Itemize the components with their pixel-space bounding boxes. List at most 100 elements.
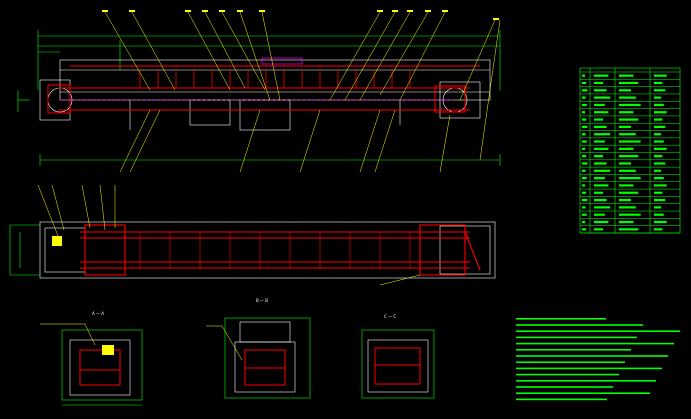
note-line bbox=[516, 355, 668, 357]
table-cell-text bbox=[654, 191, 663, 194]
table-cell-text bbox=[594, 103, 605, 107]
table-cell-text bbox=[654, 133, 661, 136]
front-hidden-features bbox=[60, 57, 455, 101]
table-cell-text bbox=[619, 162, 631, 165]
technical-notes bbox=[516, 318, 680, 401]
note-line bbox=[516, 349, 631, 351]
note-line bbox=[516, 373, 619, 376]
table-cell-text bbox=[619, 169, 636, 172]
plan-casing-outline bbox=[39, 221, 496, 279]
table-cell-text bbox=[594, 228, 603, 231]
table-cell-text bbox=[594, 169, 611, 172]
table-cell-text bbox=[654, 140, 664, 143]
table-cell-text bbox=[582, 111, 585, 114]
table-cell-text bbox=[654, 177, 664, 180]
table-cell-text bbox=[594, 111, 609, 114]
table-cell-text bbox=[654, 155, 663, 158]
note-line bbox=[516, 380, 656, 382]
table-cell-text bbox=[619, 206, 636, 209]
table-cell-text bbox=[619, 125, 631, 128]
note-line bbox=[516, 330, 680, 332]
table-cell-text bbox=[582, 220, 585, 224]
table-cell-text bbox=[582, 213, 587, 216]
plan-flight-ticks bbox=[139, 232, 411, 268]
table-cell-text bbox=[619, 184, 634, 187]
note-line bbox=[516, 392, 650, 394]
table-cell-text bbox=[582, 81, 587, 85]
table-cell-text bbox=[619, 103, 641, 107]
table-cell-text bbox=[582, 96, 586, 99]
table-cell-text bbox=[594, 177, 605, 180]
table-cell-text bbox=[654, 206, 661, 209]
table-cell-text bbox=[619, 140, 641, 143]
section-a-motor bbox=[102, 345, 114, 355]
table-cell-text bbox=[582, 206, 586, 209]
front-scraper-flights bbox=[139, 70, 411, 88]
table-cell-text bbox=[619, 155, 639, 158]
table-cell-text bbox=[654, 96, 661, 99]
table-cell-text bbox=[619, 111, 634, 114]
section-c-title: C — C bbox=[384, 314, 396, 319]
table-cell-text bbox=[594, 74, 609, 77]
table-cell-text bbox=[619, 177, 641, 180]
table-cell-text bbox=[594, 213, 605, 216]
table-cell-text bbox=[654, 228, 663, 231]
plan-dimension-lines bbox=[9, 224, 40, 276]
front-dimension-lines bbox=[17, 30, 501, 166]
table-cell-text bbox=[582, 162, 588, 165]
section-b-title: B — B bbox=[256, 298, 268, 303]
note-line bbox=[516, 324, 643, 326]
table-cell-text bbox=[654, 220, 667, 224]
table-cell-text bbox=[594, 191, 603, 194]
table-cell-text bbox=[594, 155, 603, 158]
note-line bbox=[516, 367, 662, 370]
table-cell-text bbox=[619, 213, 641, 216]
table-cell-text bbox=[619, 133, 636, 136]
table-cell-text bbox=[582, 89, 588, 92]
front-balloon-ticks bbox=[102, 10, 499, 20]
table-cell-text bbox=[654, 103, 664, 107]
front-chain-frame bbox=[47, 65, 480, 114]
table-cell-text bbox=[619, 81, 639, 85]
table-cell-text bbox=[582, 125, 588, 128]
table-cell-text bbox=[654, 162, 666, 165]
table-cell-text bbox=[594, 89, 607, 92]
note-line bbox=[516, 398, 607, 401]
note-line bbox=[516, 318, 606, 320]
note-line bbox=[516, 386, 613, 388]
section-view-c: C — C bbox=[361, 314, 435, 399]
table-cell-text bbox=[654, 184, 667, 187]
table-cell-text bbox=[654, 198, 666, 202]
table-cell-text bbox=[582, 140, 587, 143]
table-cell-text bbox=[654, 74, 667, 77]
front-leader-lines bbox=[104, 11, 501, 173]
table-cell-text bbox=[654, 169, 661, 172]
table-cell-text bbox=[594, 133, 611, 136]
table-cell-text bbox=[582, 74, 585, 77]
note-line bbox=[516, 336, 637, 339]
parts-table bbox=[579, 67, 681, 234]
table-cell-text bbox=[582, 191, 587, 194]
table-cell-text bbox=[619, 118, 639, 121]
plan-chain-strands bbox=[80, 224, 481, 276]
table-cell-text bbox=[654, 213, 664, 216]
table-cell-text bbox=[582, 228, 587, 231]
front-casing-outline bbox=[39, 59, 491, 131]
note-line bbox=[516, 361, 625, 363]
table-cell-text bbox=[619, 89, 631, 92]
table-cell-text bbox=[654, 125, 666, 128]
table-cell-text bbox=[594, 96, 611, 99]
plan-leader-lines bbox=[37, 184, 421, 286]
table-cell-text bbox=[619, 228, 639, 231]
table-cell-text bbox=[582, 103, 587, 107]
table-cell-text bbox=[654, 81, 663, 85]
section-view-a: A — A bbox=[40, 311, 143, 406]
table-cell-text bbox=[594, 220, 609, 224]
table-cell-text bbox=[582, 155, 587, 158]
table-cell-text bbox=[619, 191, 639, 194]
table-cell-text bbox=[582, 198, 588, 202]
table-cell-text bbox=[594, 118, 603, 121]
table-cell-text bbox=[619, 220, 634, 224]
table-cell-text bbox=[619, 74, 634, 77]
